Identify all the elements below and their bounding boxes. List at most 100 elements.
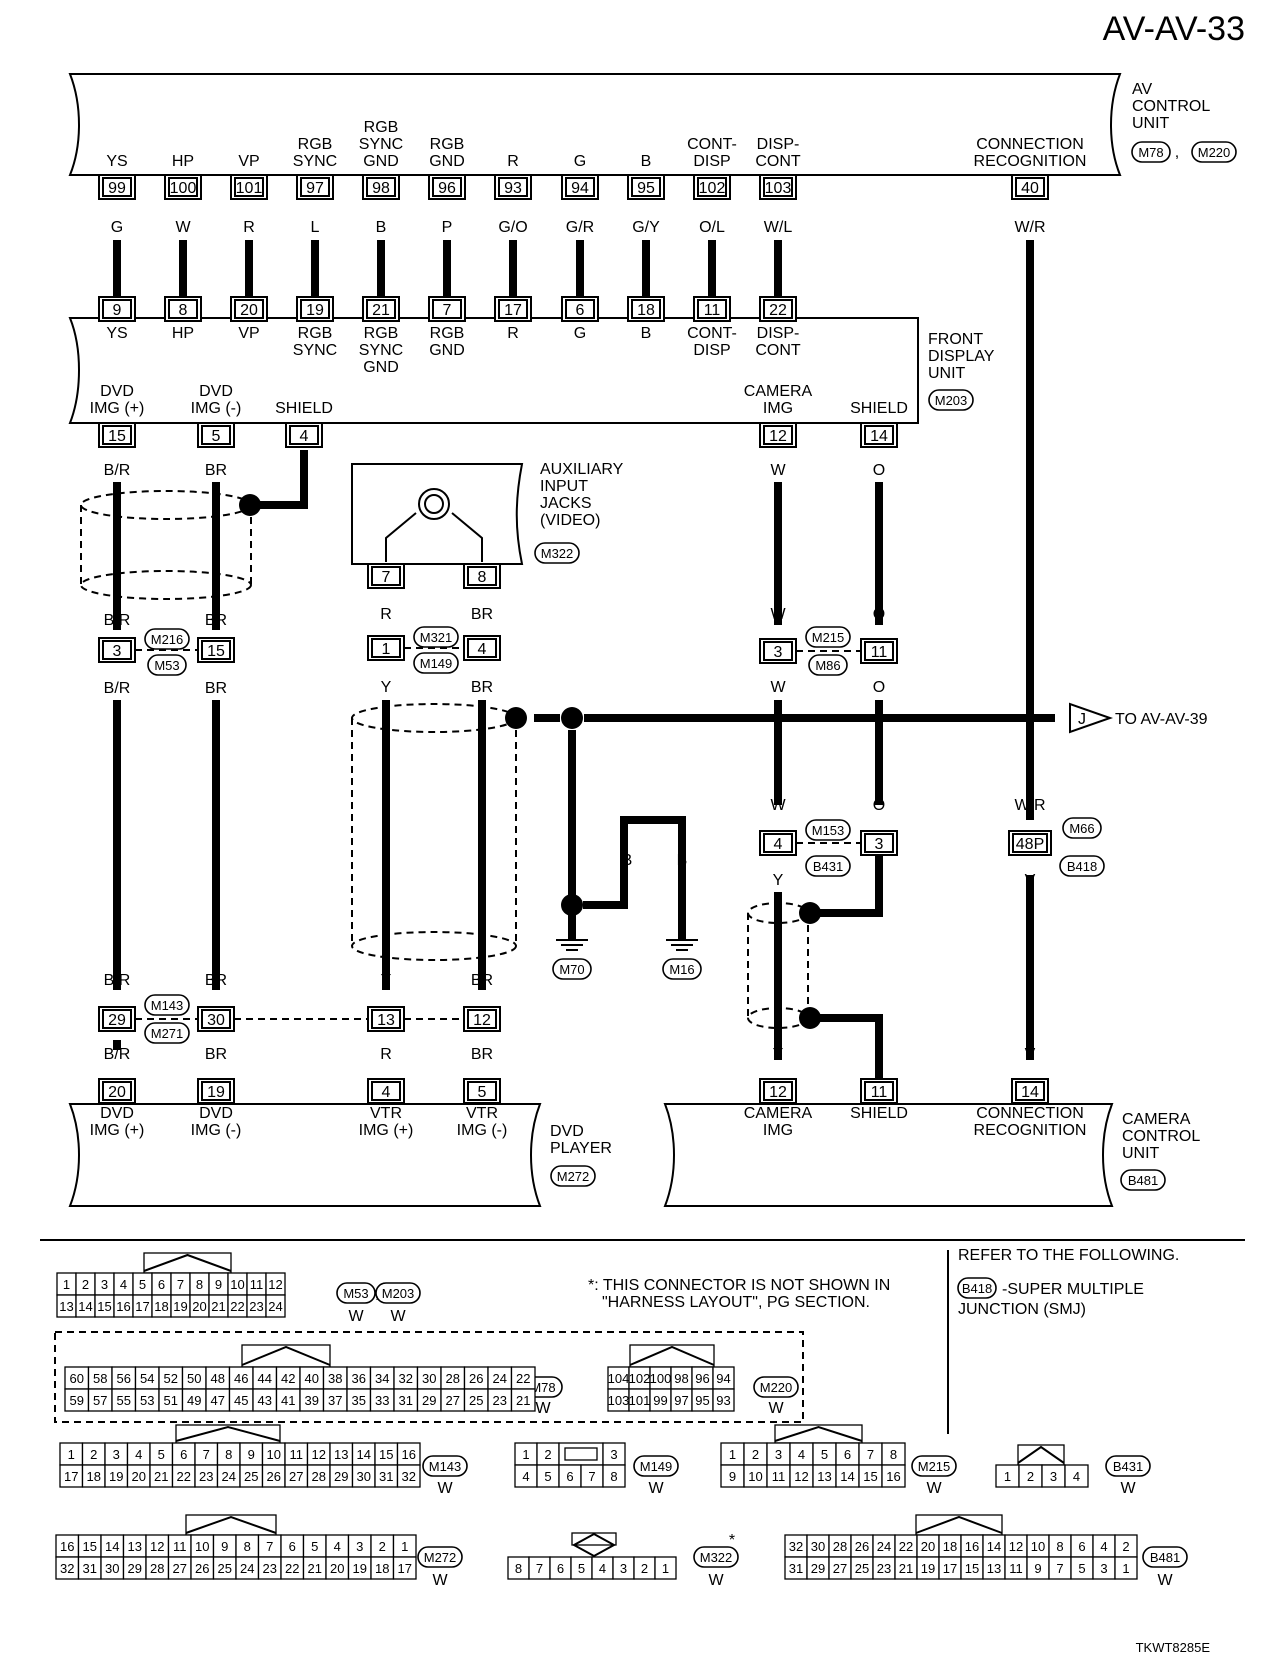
pin-number: 17 xyxy=(504,302,522,319)
wire-color: G/Y xyxy=(632,219,660,236)
unit-name-line: JACKS xyxy=(540,495,592,512)
wire-color: W xyxy=(175,219,191,236)
terminal-number: 97 xyxy=(674,1393,688,1408)
pin-cell xyxy=(467,638,497,658)
pin-cell xyxy=(201,1081,231,1101)
wire-color: BR xyxy=(471,606,493,623)
inline-tag: M216 xyxy=(144,628,190,650)
lock-chevron xyxy=(241,1345,331,1366)
cam-pin-label: SHIELD xyxy=(850,1105,908,1122)
fd-connector-tag: M203 xyxy=(928,389,974,411)
terminal-number: 23 xyxy=(493,1393,507,1408)
pin-number: 13 xyxy=(377,1012,395,1029)
terminal-number: 15 xyxy=(83,1539,97,1554)
ground-tag: M70 xyxy=(552,958,592,980)
inline-tag: M86 xyxy=(808,654,848,676)
wire-color: B/R xyxy=(104,1046,131,1063)
terminal-number: 19 xyxy=(109,1469,123,1484)
wire-color: Y xyxy=(773,872,784,889)
fd-pin-label: SYNC xyxy=(359,342,403,359)
terminal-number: 5 xyxy=(821,1447,828,1462)
av-connector-tag: M78 xyxy=(1131,141,1171,163)
dvd-pin: 19 xyxy=(197,1078,235,1104)
av-pin-label: GND xyxy=(363,153,399,170)
terminal-number: 3 xyxy=(620,1561,627,1576)
pin-cell xyxy=(201,640,231,660)
tag-frame xyxy=(805,855,851,877)
pin-cell xyxy=(697,299,727,319)
shield-ellipse xyxy=(747,1007,809,1029)
terminal-number: 9 xyxy=(1034,1561,1041,1576)
wire-color: B/R xyxy=(104,680,131,697)
terminal-number: 11 xyxy=(1009,1561,1023,1576)
terminal-number: 52 xyxy=(164,1371,178,1386)
tag-text: M203 xyxy=(935,393,968,408)
terminal-number: 19 xyxy=(353,1561,367,1576)
terminal-number: 94 xyxy=(716,1371,730,1386)
shield-dot xyxy=(799,1007,821,1029)
terminal-number: 15 xyxy=(965,1561,979,1576)
fd-pin-label: RGB xyxy=(298,325,333,342)
inline-pin: 3 xyxy=(759,638,797,664)
terminal-number: 22 xyxy=(899,1539,913,1554)
tag-text: M220 xyxy=(760,1380,793,1395)
pin-cell xyxy=(763,177,793,197)
pin-number: 96 xyxy=(438,180,456,197)
dvd-pin: 5 xyxy=(463,1078,501,1104)
terminal-number: 96 xyxy=(695,1371,709,1386)
face-color: W xyxy=(708,1572,724,1589)
splice-dot xyxy=(561,707,583,729)
pin-number: 97 xyxy=(306,180,324,197)
cam-pin: 14 xyxy=(1011,1078,1049,1104)
terminal-cell xyxy=(712,1388,735,1412)
terminal-number: 23 xyxy=(249,1299,263,1314)
unit-name-line: UNIT xyxy=(1132,115,1170,132)
tag-frame xyxy=(413,652,459,674)
terminal-number: 2 xyxy=(82,1277,89,1292)
terminal-number: 2 xyxy=(379,1539,386,1554)
tag-frame xyxy=(144,1022,190,1044)
tag-frame xyxy=(1062,817,1102,839)
terminal-number: 7 xyxy=(588,1469,595,1484)
terminal-number: 30 xyxy=(811,1539,825,1554)
terminal-number: 17 xyxy=(135,1299,149,1314)
tag-text: M322 xyxy=(700,1550,733,1565)
ground-symbol xyxy=(556,939,588,951)
pin-cell xyxy=(371,638,401,658)
tag-frame xyxy=(552,958,592,980)
face-color: W xyxy=(926,1480,942,1497)
tag-text: M78 xyxy=(1138,145,1163,160)
pin-cell xyxy=(631,299,661,319)
pin-number: 48P xyxy=(1016,836,1044,853)
pin-cell xyxy=(565,177,595,197)
wire-color: W/R xyxy=(1014,219,1045,236)
fd-top-pin: 6 xyxy=(561,296,599,322)
fd-pin-label: SHIELD xyxy=(275,400,333,417)
terminal-number: 4 xyxy=(798,1447,805,1462)
terminal-number: 31 xyxy=(379,1469,393,1484)
terminal-number: 24 xyxy=(240,1561,254,1576)
terminal-number: 40 xyxy=(305,1371,319,1386)
terminal-number: 33 xyxy=(375,1393,389,1408)
wire-color: G xyxy=(111,219,123,236)
pin-number: 5 xyxy=(478,1084,487,1101)
terminal-cell xyxy=(392,1556,417,1580)
terminal-number: 24 xyxy=(268,1299,282,1314)
fd-top-pin: 18 xyxy=(627,296,665,322)
terminal-number: 42 xyxy=(281,1371,295,1386)
terminal-number: 29 xyxy=(422,1393,436,1408)
pin-cell xyxy=(168,177,198,197)
terminal-number: 16 xyxy=(402,1447,416,1462)
dvd-pin-label: DVD xyxy=(100,1105,134,1122)
face-tag: B431 xyxy=(1105,1455,1151,1477)
terminal-number: 21 xyxy=(211,1299,225,1314)
unit-name-line: UNIT xyxy=(1122,1145,1160,1162)
pin-cell xyxy=(102,299,132,319)
terminal-number: 13 xyxy=(817,1469,831,1484)
tag-frame xyxy=(911,1455,957,1477)
